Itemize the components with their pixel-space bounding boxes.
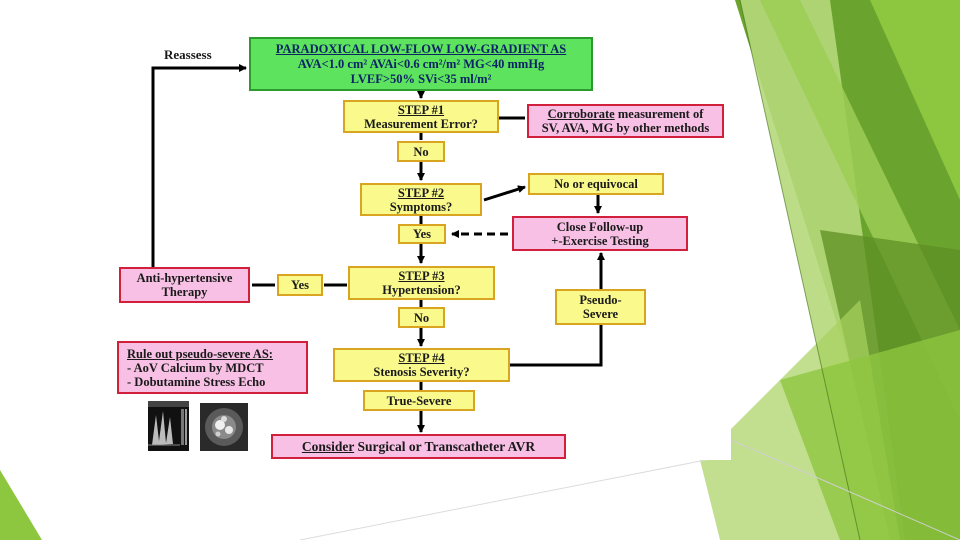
step3-text: Hypertension? (382, 283, 461, 297)
rule-out-title: Rule out pseudo-severe AS: (127, 346, 273, 361)
rule-out-item-dobutamine: - Dobutamine Stress Echo (127, 374, 266, 389)
step3-no-box: No (398, 307, 445, 328)
step2-title: STEP #2 (397, 185, 445, 200)
true-severe-box: True-Severe (363, 390, 475, 411)
true-severe-label: True-Severe (386, 393, 452, 408)
anti-hypertensive-therapy-box: Anti-hypertensive Therapy (119, 267, 250, 303)
pseudo-severe-box: Pseudo- Severe (555, 289, 646, 325)
flowchart: Reassess PARADOXICAL LOW-FLOW LOW-GRADIE… (112, 32, 731, 460)
step2-text: Symptoms? (389, 199, 453, 214)
no-or-equivocal-box: No or equivocal (528, 173, 664, 195)
reassess-label: Reassess (164, 47, 212, 62)
consider-avr-box: Consider Surgical or Transcatheter AVR (271, 434, 566, 459)
step1-title: STEP #1 (397, 102, 445, 117)
anti-hypertensive-line1: Anti-hypertensive (136, 271, 233, 285)
step1-no-label: No (413, 144, 429, 159)
step3-title: STEP #3 (398, 269, 445, 283)
close-follow-up-box: Close Follow-up +-Exercise Testing (512, 216, 688, 251)
corroborate-line1: Corroborate measurement of (547, 107, 704, 121)
rule-out-item-mdct: - AoV Calcium by MDCT (127, 360, 264, 375)
no-or-equivocal-label: No or equivocal (554, 177, 638, 191)
flowchart-connectors (151, 64, 605, 433)
step3-yes-label: Yes (290, 278, 310, 292)
step1-measurement-error-box: STEP #1 Measurement Error? (343, 100, 499, 133)
step4-title: STEP #4 (398, 351, 445, 365)
echo-doppler-image (148, 401, 189, 451)
consider-avr-text: Consider Surgical or Transcatheter AVR (301, 438, 536, 454)
criteria-line-lvef: LVEF>50% SVi<35 ml/m² (350, 71, 492, 86)
step3-no-label: No (413, 310, 430, 325)
corroborate-line2: SV, AVA, MG by other methods (541, 121, 710, 135)
step3-yes-box: Yes (277, 274, 323, 296)
anti-hypertensive-line2: Therapy (161, 285, 208, 299)
step4-text: Stenosis Severity? (373, 365, 470, 379)
step3-hypertension-box: STEP #3 Hypertension? (348, 266, 495, 300)
criteria-title: PARADOXICAL LOW-FLOW LOW-GRADIENT AS (275, 41, 567, 56)
step4-stenosis-severity-box: STEP #4 Stenosis Severity? (333, 348, 510, 382)
corroborate-measurement-box: Corroborate measurement of SV, AVA, MG b… (527, 104, 724, 138)
follow-up-line2: +-Exercise Testing (551, 233, 649, 248)
step1-text: Measurement Error? (364, 116, 478, 131)
criteria-line-ava: AVA<1.0 cm² AVAi<0.6 cm²/m² MG<40 mmHg (297, 56, 545, 71)
follow-up-line1: Close Follow-up (556, 219, 644, 234)
step2-yes-label: Yes (412, 227, 432, 241)
paradoxical-lflg-as-criteria-box: PARADOXICAL LOW-FLOW LOW-GRADIENT AS AVA… (249, 37, 593, 91)
pseudo-severe-line2: Severe (582, 307, 619, 321)
step2-symptoms-box: STEP #2 Symptoms? (360, 183, 482, 216)
step2-yes-box: Yes (398, 224, 446, 244)
rule-out-pseudo-severe-box: Rule out pseudo-severe AS: - AoV Calcium… (117, 341, 308, 394)
pseudo-severe-line1: Pseudo- (579, 293, 622, 307)
ct-calcium-scan-image (200, 403, 248, 451)
step1-no-box: No (397, 141, 445, 162)
